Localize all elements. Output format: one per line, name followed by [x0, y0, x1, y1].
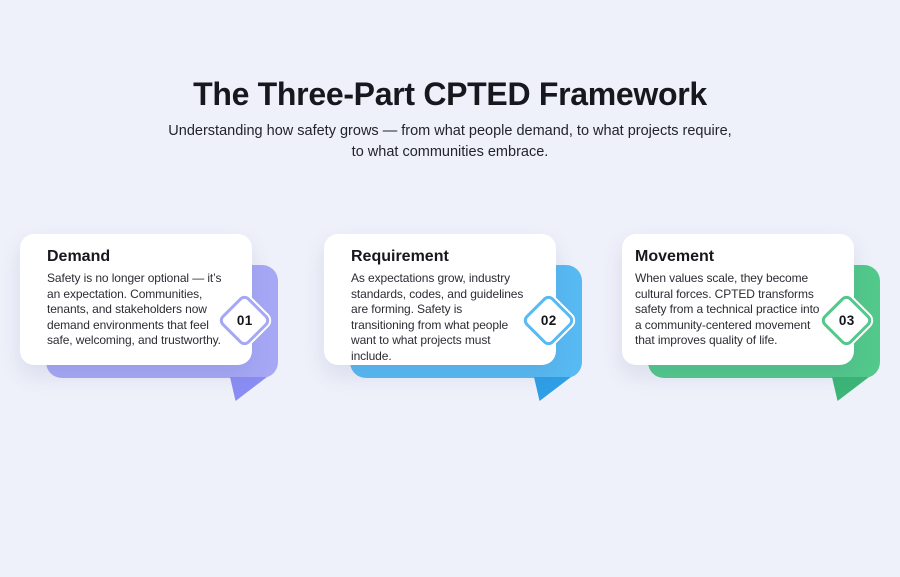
speech-bubble-tail: [832, 377, 869, 401]
speech-bubble-tail: [534, 377, 571, 401]
page-title: The Three-Part CPTED Framework: [193, 76, 707, 112]
card-panel: Movement When values scale, they become …: [622, 234, 854, 365]
card-body: When values scale, they become cultural …: [635, 271, 820, 347]
step-number: 03: [838, 313, 855, 328]
card-title: Requirement: [351, 248, 449, 265]
speech-bubble-tail: [230, 377, 267, 401]
step-number: 02: [540, 313, 557, 328]
card-title: Demand: [47, 248, 111, 265]
card-panel: Requirement As expectations grow, indust…: [324, 234, 556, 365]
page-header: The Three-Part CPTED Framework Understan…: [0, 0, 900, 163]
framework-card-demand: Demand Safety is no longer optional — it…: [20, 234, 290, 406]
card-body: As expectations grow, industry standards…: [351, 271, 524, 363]
card-title: Movement: [635, 248, 715, 265]
card-panel: Demand Safety is no longer optional — it…: [20, 234, 252, 365]
step-number: 01: [236, 313, 253, 328]
framework-card-movement: Movement When values scale, they become …: [622, 234, 892, 406]
page-subtitle: Understanding how safety grows — from wh…: [168, 123, 732, 160]
framework-card-requirement: Requirement As expectations grow, indust…: [324, 234, 594, 406]
card-body: Safety is no longer optional — it’s an e…: [47, 271, 222, 347]
